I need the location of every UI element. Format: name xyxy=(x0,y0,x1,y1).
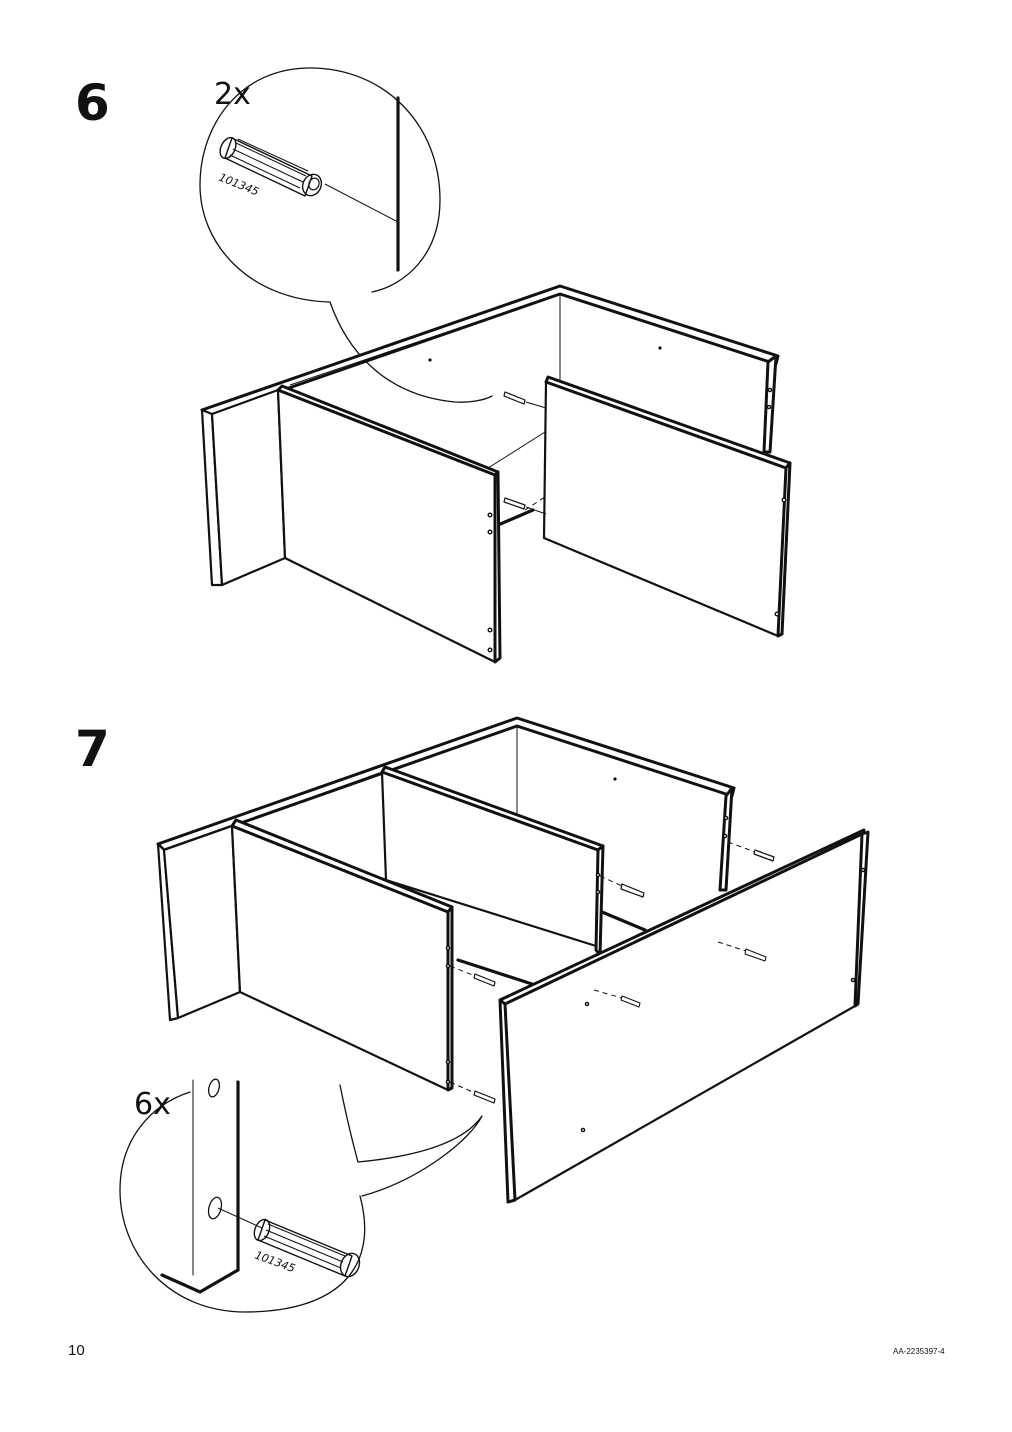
step-7-number: 7 xyxy=(75,720,110,778)
step-6-quantity: 2x xyxy=(214,77,251,112)
dowel-icon xyxy=(219,136,323,197)
dowel-icon xyxy=(253,1218,361,1278)
part-number-label: 101345 xyxy=(253,1249,297,1276)
dowel-icon xyxy=(503,391,547,515)
step-6-number: 6 xyxy=(75,74,110,132)
page-number: 10 xyxy=(68,1342,85,1359)
step-7-quantity: 6x xyxy=(134,1087,171,1122)
dowel-icon xyxy=(449,841,775,1104)
document-code: AA-2235397-4 xyxy=(893,1347,945,1356)
